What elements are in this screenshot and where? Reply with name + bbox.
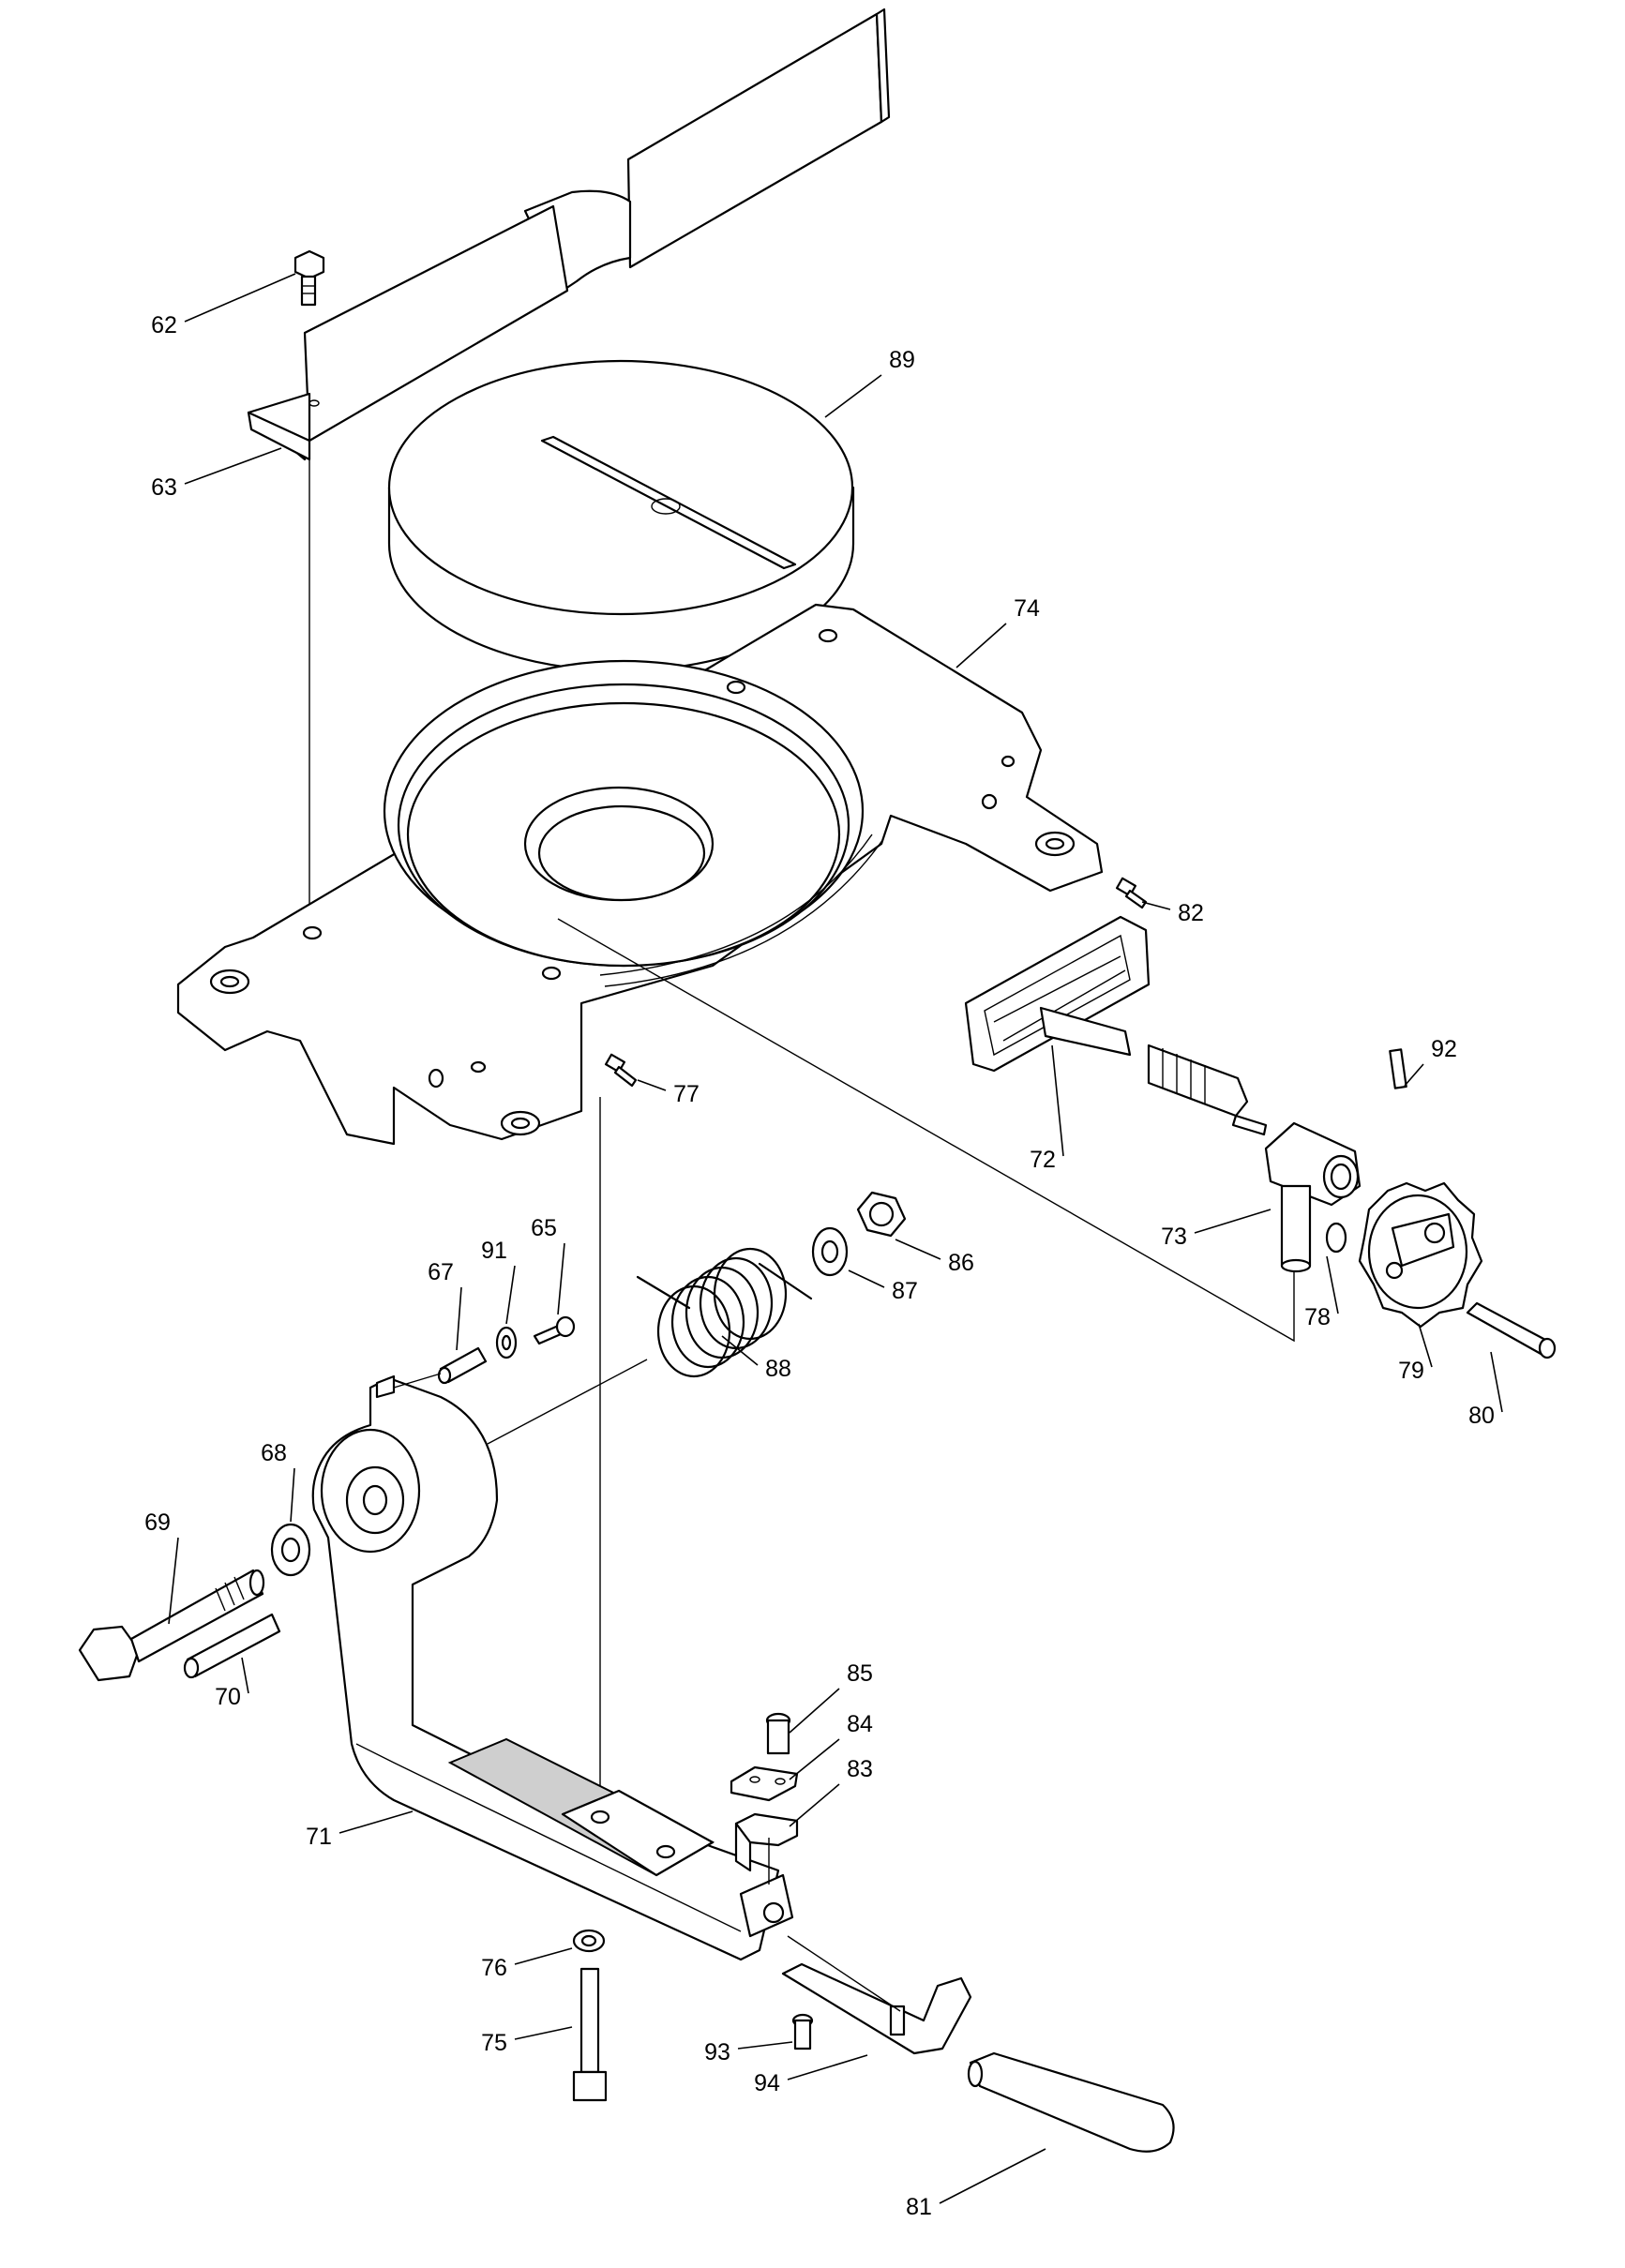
connector-line — [393, 1373, 442, 1389]
part-label-87: 87 — [892, 1278, 918, 1304]
turntable-plate-part-89 — [387, 359, 855, 672]
pin-part-67 — [437, 1346, 488, 1385]
part-label-71: 71 — [306, 1824, 332, 1850]
part-label-84: 84 — [847, 1711, 873, 1737]
washer-part-91 — [495, 1326, 518, 1359]
arm-part-71 — [311, 1374, 794, 1961]
washer-part-68 — [270, 1523, 311, 1577]
part-label-83: 83 — [847, 1756, 873, 1782]
screw-part-65 — [533, 1315, 576, 1345]
part-label-62: 62 — [151, 312, 177, 338]
plate-part-84 — [730, 1765, 799, 1802]
shaft-part-80 — [1466, 1301, 1557, 1359]
leader-line-62 — [184, 273, 296, 323]
ring-part-78 — [1325, 1222, 1347, 1254]
bolt-part-75 — [572, 1967, 608, 2102]
part-label-76: 76 — [481, 1955, 507, 1981]
leader-line-81 — [939, 2148, 1046, 2204]
part-label-63: 63 — [151, 474, 177, 501]
leader-line-76 — [514, 1947, 573, 1965]
bolt-part-69 — [78, 1569, 265, 1682]
leader-line-75 — [514, 2026, 573, 2040]
leader-line-86 — [895, 1239, 941, 1260]
part-label-85: 85 — [847, 1660, 873, 1687]
leader-line-74 — [955, 623, 1007, 668]
leader-line-77 — [637, 1079, 667, 1091]
leader-line-73 — [1194, 1209, 1271, 1234]
bolt-part-62 — [293, 249, 325, 307]
leader-line-68 — [290, 1467, 295, 1523]
part-label-89: 89 — [889, 347, 915, 373]
leader-line-78 — [1326, 1255, 1339, 1314]
part-label-88: 88 — [765, 1356, 791, 1382]
part-label-92: 92 — [1431, 1036, 1457, 1062]
base-part-74 — [176, 603, 1104, 1146]
part-label-82: 82 — [1178, 900, 1204, 926]
connector-line — [787, 1935, 901, 2012]
screw-part-82 — [1115, 877, 1148, 909]
part-label-93: 93 — [704, 2039, 730, 2065]
part-label-69: 69 — [144, 1509, 171, 1536]
leader-line-85 — [789, 1688, 840, 1734]
leader-line-91 — [505, 1265, 516, 1325]
leader-line-70 — [241, 1657, 249, 1694]
connector-line — [487, 1359, 648, 1445]
leader-line-89 — [824, 374, 882, 418]
nut-part-86 — [856, 1191, 907, 1238]
connector-line — [557, 918, 1295, 1343]
leader-line-92 — [1404, 1063, 1424, 1087]
part-label-81: 81 — [906, 2194, 932, 2220]
leader-line-82 — [1141, 901, 1171, 910]
part-label-70: 70 — [215, 1684, 241, 1710]
part-label-80: 80 — [1468, 1403, 1495, 1429]
leader-line-88 — [721, 1335, 759, 1366]
washer-part-87 — [811, 1226, 849, 1277]
part-label-86: 86 — [948, 1250, 974, 1276]
holder-part-73 — [1264, 1121, 1362, 1273]
leader-line-69 — [168, 1537, 179, 1625]
handle-part-81 — [967, 2051, 1175, 2153]
leader-line-65 — [557, 1242, 565, 1315]
part-label-79: 79 — [1398, 1358, 1424, 1384]
leader-line-87 — [848, 1269, 885, 1288]
washer-part-76 — [572, 1929, 606, 1953]
part-label-78: 78 — [1304, 1304, 1331, 1330]
leader-line-71 — [339, 1810, 414, 1834]
part-label-67: 67 — [428, 1259, 454, 1285]
part-label-94: 94 — [754, 2070, 780, 2096]
leader-line-63 — [184, 447, 282, 485]
leader-line-72 — [1051, 1044, 1064, 1157]
fence-part-63 — [247, 8, 891, 461]
screw-part-93 — [791, 2013, 814, 2050]
pin-part-70 — [183, 1613, 281, 1679]
knob-part-79 — [1358, 1181, 1483, 1329]
part-labels: 62 63 89 74 82 92 72 77 73 78 79 80 67 91 65 86 87 88 68 69… — [144, 273, 1503, 2220]
screw-part-85 — [765, 1712, 791, 1755]
screw-part-77 — [604, 1053, 638, 1088]
spring-part-88 — [636, 1247, 813, 1378]
part-label-65: 65 — [531, 1215, 557, 1241]
part-label-75: 75 — [481, 2030, 507, 2056]
part-label-72: 72 — [1030, 1147, 1056, 1173]
lever-bracket-part-94 — [781, 1962, 972, 2055]
part-label-73: 73 — [1161, 1224, 1187, 1250]
pin-part-92 — [1389, 1048, 1407, 1089]
leader-line-83 — [789, 1783, 840, 1827]
leader-line-67 — [456, 1286, 462, 1351]
leader-line-93 — [737, 2041, 793, 2050]
clamp-pad-part-72 — [964, 915, 1268, 1136]
leader-line-79 — [1418, 1323, 1433, 1368]
bracket-part-83 — [734, 1812, 799, 1872]
leader-line-80 — [1490, 1351, 1503, 1413]
part-label-68: 68 — [261, 1440, 287, 1466]
part-label-74: 74 — [1014, 595, 1040, 622]
part-label-77: 77 — [673, 1081, 700, 1107]
part-label-91: 91 — [481, 1238, 507, 1264]
leader-line-94 — [787, 2054, 868, 2080]
leader-line-84 — [789, 1738, 840, 1780]
